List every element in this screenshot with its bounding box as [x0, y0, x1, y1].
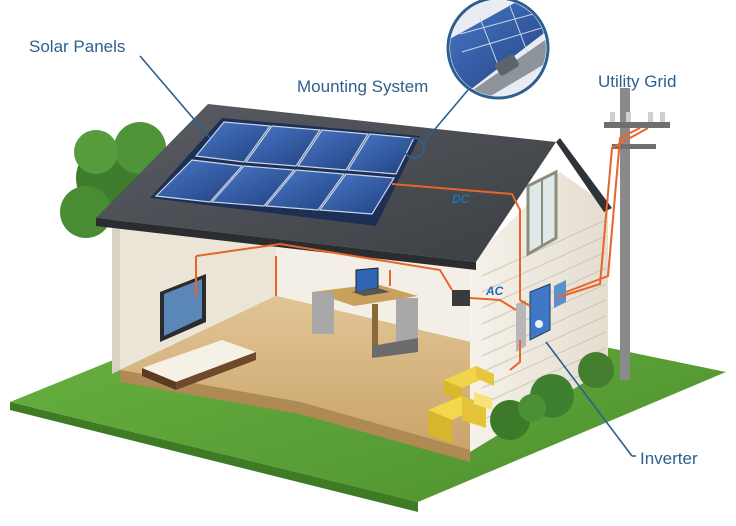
laptop	[352, 267, 390, 296]
mounting-detail-marker	[403, 137, 425, 159]
side-window	[526, 169, 558, 257]
television	[160, 274, 206, 342]
callout-line-mounting	[423, 89, 469, 143]
electric-meter	[452, 290, 470, 306]
armchair-back	[444, 366, 494, 402]
wiring	[195, 127, 649, 371]
label-inverter: Inverter	[640, 449, 698, 468]
solar-panel-array	[150, 118, 420, 226]
mounting-detail-magnifier	[446, 0, 550, 100]
bench	[142, 340, 256, 390]
label-utility-grid: Utility Grid	[598, 72, 677, 91]
label-mounting-system: Mounting System	[297, 77, 429, 96]
label-dc: DC	[452, 192, 470, 206]
label-solar-panels: Solar Panels	[29, 37, 126, 56]
callout-line-solar-panels	[139, 55, 211, 139]
armchair-front	[428, 392, 492, 444]
callout-line-inverter	[545, 341, 633, 457]
label-ac: AC	[486, 284, 504, 298]
shrubs	[490, 352, 614, 440]
interior-floor	[120, 296, 470, 450]
inverter-unit	[516, 280, 566, 352]
utility-pole	[604, 88, 670, 380]
